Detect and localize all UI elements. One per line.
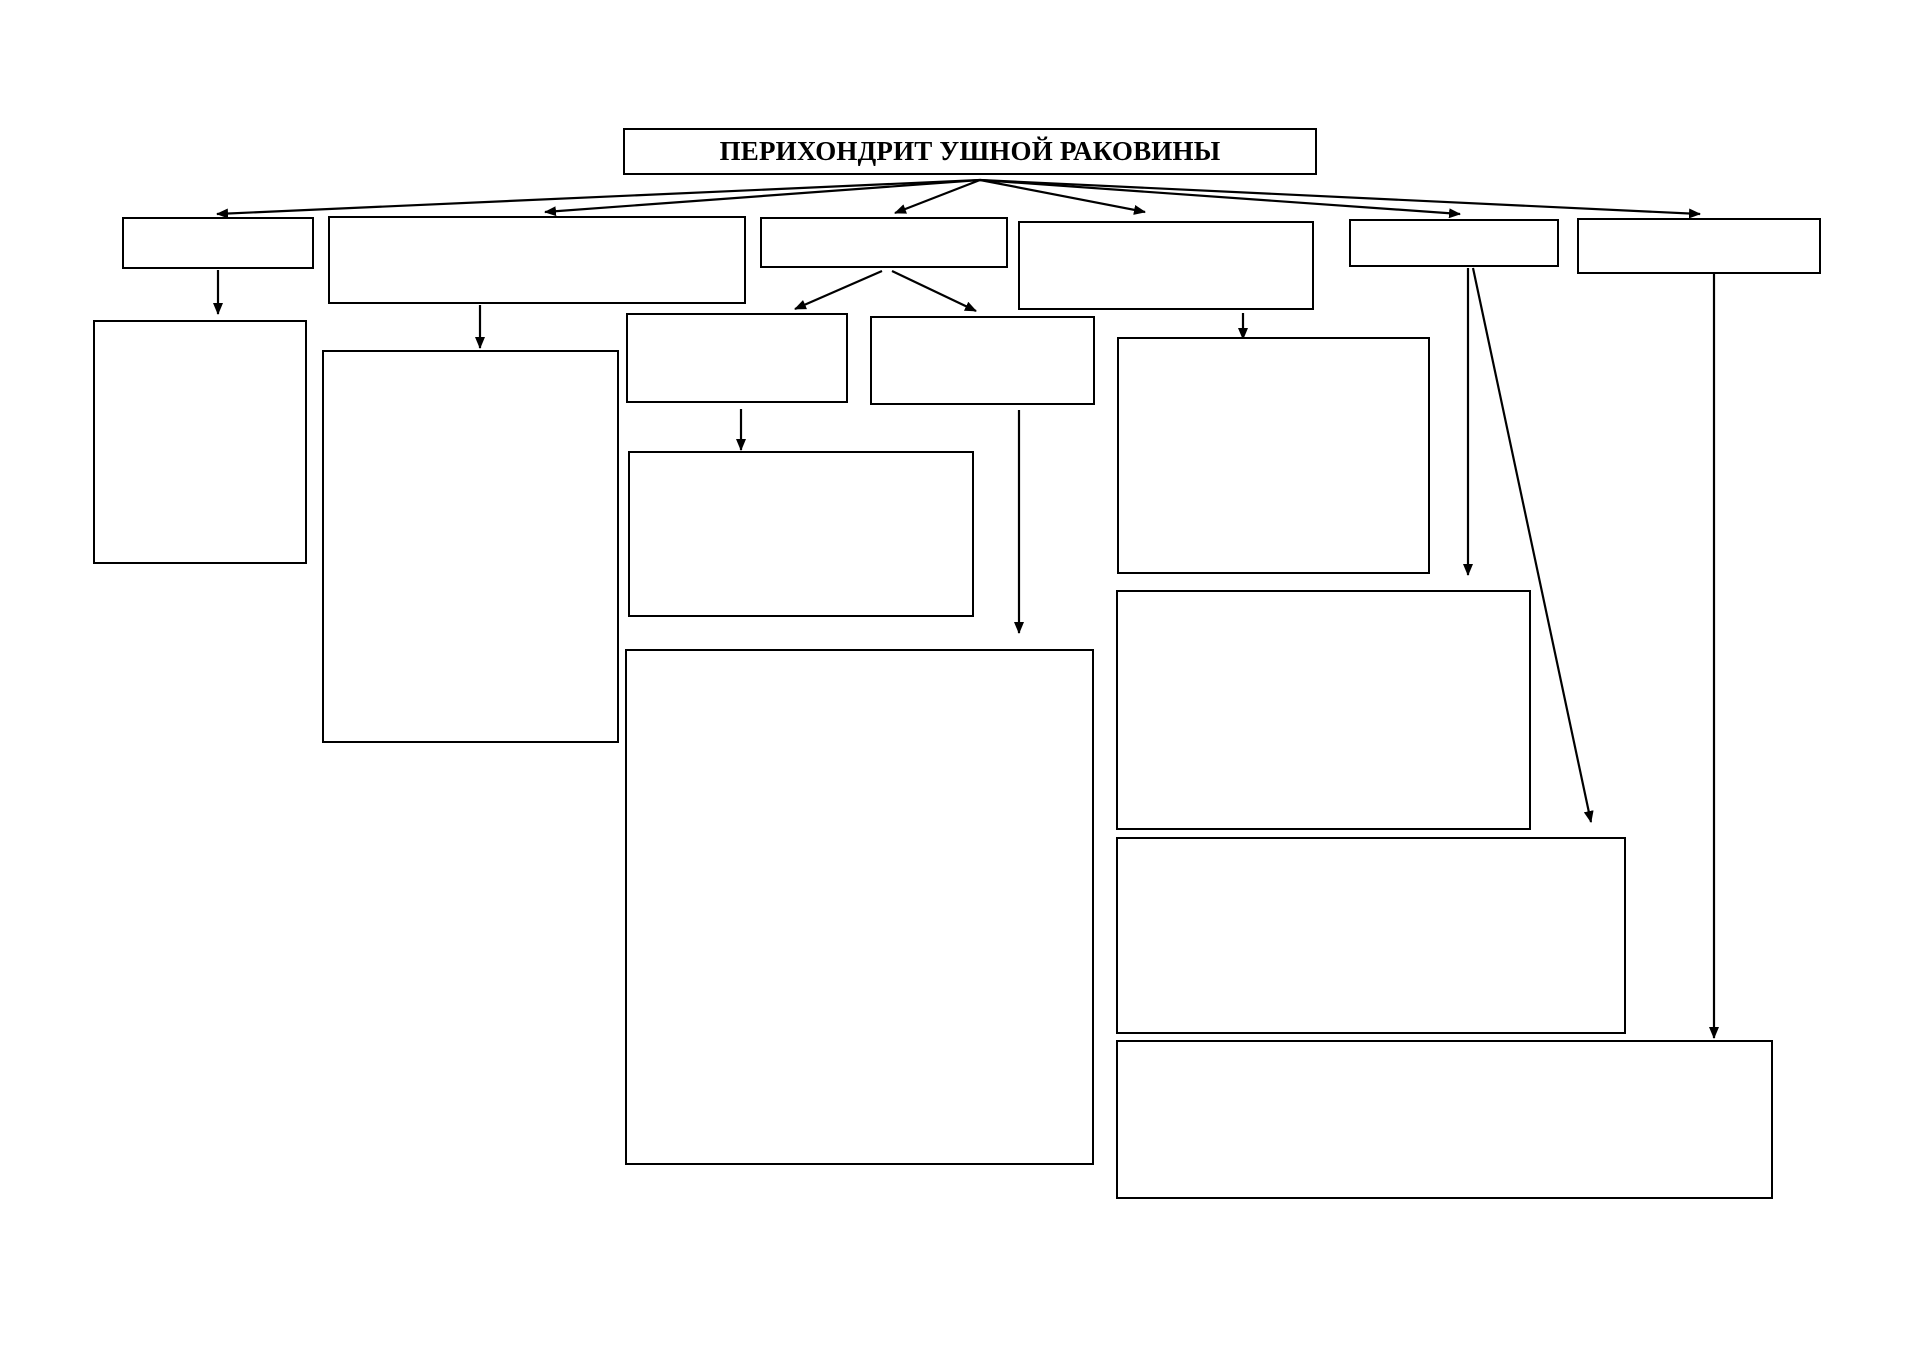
title-box: ПЕРИХОНДРИТ УШНОЙ РАКОВИНЫ: [623, 128, 1317, 175]
box-2-detail: [322, 350, 619, 743]
arrow-title-to-box-2: [544, 178, 981, 217]
arrow-title-to-box-4: [979, 178, 1146, 215]
diagram-title: ПЕРИХОНДРИТ УШНОЙ РАКОВИНЫ: [719, 136, 1221, 166]
box-5-detail-a: [1116, 590, 1531, 830]
box-3a: [626, 313, 848, 403]
arrow-box-3-right: [891, 270, 977, 312]
box-5-detail-b: [1116, 837, 1626, 1034]
arrow-title-to-box-5: [979, 178, 1461, 219]
box-3: [760, 217, 1008, 268]
box-3b: [870, 316, 1095, 405]
box-6: [1577, 218, 1821, 274]
box-1: [122, 217, 314, 269]
box-4-detail: [1117, 337, 1430, 574]
box-4: [1018, 221, 1314, 310]
arrow-title-to-box-1: [216, 178, 981, 219]
arrow-title-to-box-6: [979, 178, 1701, 219]
box-3b-detail: [625, 649, 1094, 1165]
arrow-title-to-box-3: [894, 178, 981, 215]
box-6-detail: [1116, 1040, 1773, 1199]
box-3a-detail: [628, 451, 974, 617]
box-5: [1349, 219, 1559, 267]
box-1-detail: [93, 320, 307, 564]
box-2: [328, 216, 746, 304]
arrow-box-3-left: [794, 269, 883, 311]
